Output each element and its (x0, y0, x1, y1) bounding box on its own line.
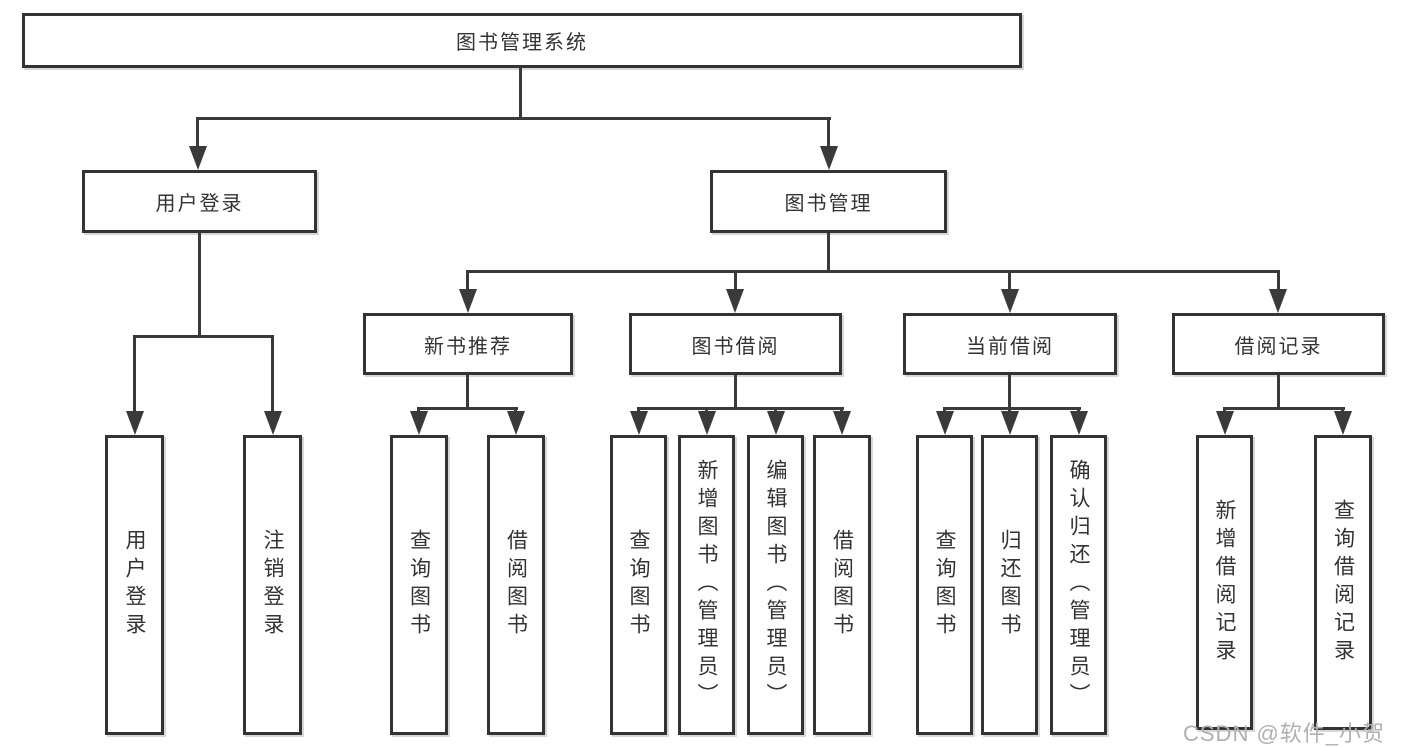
node-nb-borrow-books-label: 借阅图书 (504, 529, 528, 641)
node-book-borrow-label: 图书借阅 (691, 335, 780, 358)
node-nb-borrow-books: 借阅图书 (487, 435, 545, 735)
connector-drop-book-borrow (734, 270, 737, 291)
node-root-label: 图书管理系统 (456, 32, 588, 54)
node-current-borrow-label: 当前借阅 (966, 335, 1054, 358)
node-bb-borrow-books-label: 借阅图书 (830, 529, 854, 641)
node-book-borrow: 图书借阅 (629, 313, 842, 375)
connector-stem-borrow-records (1277, 375, 1280, 410)
arrowhead-book-mgmt (820, 146, 838, 170)
node-user-login: 用户登录 (82, 170, 317, 233)
connector-stem-new-books (466, 375, 469, 410)
arrowhead-current-borrow (1001, 289, 1019, 313)
connector-bus-user-login (133, 335, 274, 338)
node-bb-query-books-label: 查询图书 (627, 529, 650, 641)
node-cb-query-books-label: 查询图书 (933, 529, 956, 641)
arrowhead-bb-borrow (833, 411, 851, 435)
node-bb-edit-books-admin: 编辑图书（管理员） (747, 435, 804, 735)
node-cb-return-books-label: 归还图书 (998, 529, 1021, 641)
node-new-books-label: 新书推荐 (424, 335, 512, 358)
arrowhead-nb-query (410, 411, 428, 435)
arrowhead-logout (264, 411, 282, 435)
node-new-books: 新书推荐 (363, 313, 573, 375)
node-cb-query-books: 查询图书 (916, 435, 973, 735)
connector-stem-current-borrow (1008, 375, 1011, 410)
node-logout: 注销登录 (243, 435, 302, 735)
arrowhead-cb-return (1001, 411, 1019, 435)
connector-bus-current-borrow (943, 407, 1081, 410)
node-cb-return-books: 归还图书 (981, 435, 1038, 735)
arrowhead-nb-borrow (507, 411, 525, 435)
node-login-label: 用户登录 (123, 529, 146, 641)
arrowhead-bb-add (698, 411, 716, 435)
node-cb-confirm-return-admin-label: 确认归还（管理员） (1067, 459, 1090, 711)
node-bb-add-books-admin: 新增图书（管理员） (678, 435, 735, 735)
arrowhead-borrow-records (1269, 289, 1287, 313)
connector-bus-borrow-records (1223, 407, 1345, 410)
node-bb-query-books: 查询图书 (610, 435, 667, 735)
connector-drop-borrow-records (1277, 270, 1280, 291)
node-br-query-record: 查询借阅记录 (1314, 435, 1372, 730)
connector-drop-current-borrow (1008, 270, 1011, 291)
arrowhead-book-borrow (726, 289, 744, 313)
node-borrow-records: 借阅记录 (1172, 313, 1385, 375)
connector-bus-root (196, 117, 831, 120)
arrowhead-login (126, 411, 144, 435)
connector-drop-new-books (466, 270, 469, 291)
node-login: 用户登录 (105, 435, 164, 735)
connector-bus-book-mgmt (466, 270, 1280, 273)
node-cb-confirm-return-admin: 确认归还（管理员） (1050, 435, 1107, 735)
node-br-add-record: 新增借阅记录 (1196, 435, 1253, 730)
arrowhead-new-books (459, 289, 477, 313)
connector-stem-root (519, 68, 522, 118)
connector-drop-book-mgmt (827, 117, 830, 148)
node-user-login-label: 用户登录 (155, 193, 244, 215)
arrowhead-br-add (1216, 411, 1234, 435)
arrowhead-cb-confirm (1070, 411, 1088, 435)
arrowhead-user-login (189, 146, 207, 170)
node-nb-query-books: 查询图书 (390, 435, 448, 735)
connector-stem-book-mgmt (827, 233, 830, 273)
node-book-mgmt: 图书管理 (710, 170, 947, 233)
arrowhead-bb-edit (767, 411, 785, 435)
node-br-add-record-label: 新增借阅记录 (1213, 498, 1236, 667)
node-logout-label: 注销登录 (261, 529, 284, 641)
csdn-watermark: CSDN @软件_小贺同学 (1183, 721, 1386, 746)
connector-drop-logout (271, 335, 274, 413)
node-bb-edit-books-admin-label: 编辑图书（管理员） (764, 459, 787, 711)
node-nb-query-books-label: 查询图书 (407, 529, 431, 641)
node-current-borrow: 当前借阅 (903, 313, 1117, 375)
node-bb-borrow-books: 借阅图书 (813, 435, 871, 735)
connector-stem-book-borrow (734, 375, 737, 410)
node-br-query-record-label: 查询借阅记录 (1331, 498, 1355, 667)
connector-drop-user-login (196, 117, 199, 148)
connector-stem-user-login (198, 233, 201, 337)
node-bb-add-books-admin-label: 新增图书（管理员） (695, 459, 718, 711)
connector-bus-book-borrow (637, 407, 844, 410)
arrowhead-bb-query (630, 411, 648, 435)
arrowhead-br-query (1334, 411, 1352, 435)
node-borrow-records-label: 借阅记录 (1234, 335, 1323, 358)
connector-drop-login (133, 335, 136, 413)
node-root: 图书管理系统 (22, 13, 1022, 68)
connector-bus-new-books (417, 407, 518, 410)
arrowhead-cb-query (936, 411, 954, 435)
node-book-mgmt-label: 图书管理 (784, 193, 873, 215)
